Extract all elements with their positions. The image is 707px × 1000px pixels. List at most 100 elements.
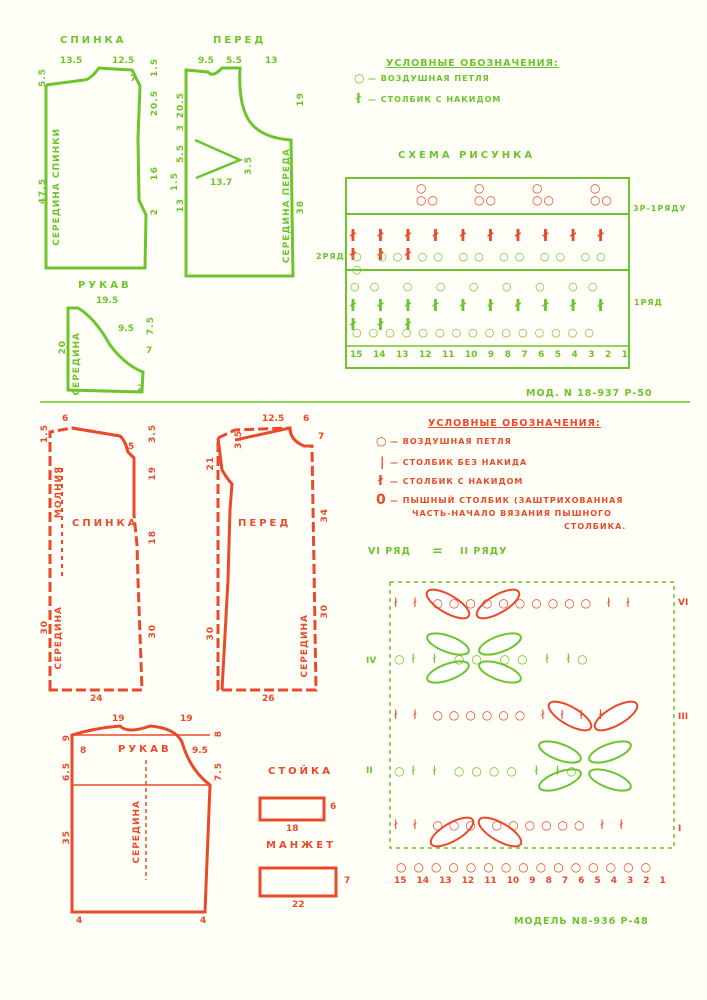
chain-stitch-icon: ○ [354,71,365,85]
stitch-number: 8 [545,876,552,886]
bottom-legend-item-6: СТОЛБИКА. [564,522,627,531]
bottom-back-dim-3: 3.5 [148,424,158,443]
stitch-chart-frame [389,581,675,849]
row-mark-6: VI [678,598,689,608]
stitch-number: 10 [506,876,520,886]
cuff-rect [258,866,338,898]
bottom-legend-item-1: — ВОЗДУШНАЯ ПЕТЛЯ [390,437,512,446]
top-back-outline [44,66,148,270]
zipper-label: МОЛНИЯ [54,466,64,519]
collar-rect [258,796,326,822]
top-front-outline [184,66,295,278]
top-front-title: ПЕРЕД [213,35,267,46]
single-crochet-icon: | [380,455,385,469]
bottom-front-dim-2: 6 [303,414,310,424]
top-sleeve-dim-1: 19.5 [96,296,119,306]
scheme-title: СХЕМА РИСУНКА [398,150,536,161]
stitch-number: 15 [350,350,363,360]
bottom-legend-item-3: — СТОЛБИК С НАКИДОМ [390,477,524,486]
bottom-sleeve-dim-6: 9.5 [192,746,208,756]
bottom-front-dim-8: 30 [320,604,330,619]
row-label-2: 2РЯД [316,252,345,261]
top-legend-item-1: — ВОЗДУШНАЯ ПЕТЛЯ [368,74,490,83]
bottom-back-dim-4: 5 [128,442,135,452]
stitch-number: 11 [484,876,497,886]
bottom-sleeve-dim-3: 9 [62,734,72,742]
bottom-sleeve-dim-4: 8 [80,746,87,756]
bottom-back-dim-7: 30 [40,620,50,635]
bottom-back-center-label: СЕРЕДИНА [54,606,64,670]
top-front-dim-3: 13 [265,56,278,66]
chart-row-3: ○ł ł ○○○○ ł ł○ [394,764,584,778]
top-front-dim-10: 13.7 [210,178,233,188]
stitch-number: 4 [571,350,578,360]
stitch-number: 11 [441,350,455,360]
bottom-front-dim-3: 3.5 [234,430,244,449]
stitch-number: 12 [461,876,475,886]
chain-cluster: ○○○ [474,181,497,207]
chain-stitch-icon: ○ [376,434,387,448]
stitch-number: 12 [418,350,432,360]
bottom-sleeve-dim-5: 8 [214,730,224,738]
bottom-sleeve-outline [70,724,212,914]
top-front-dart [194,138,244,180]
bottom-back-dim-5: 19 [148,466,158,481]
top-back-dim-2: 12.5 [112,56,135,66]
stitch-number: 2 [604,350,612,360]
stitch-number: 10 [464,350,478,360]
top-front-dim-2: 5.5 [226,56,242,66]
stitch-number: 3 [588,350,595,360]
chart-row-2: ł ł ○○○ ○○○○○○ ł ł [394,818,629,832]
bottom-front-title: ПЕРЕД [238,518,292,529]
bottom-back-dim-1: 6 [62,414,69,424]
bottom-sleeve-dim-7: 6.5 [62,762,72,781]
chain-cluster: ○○○ [590,181,613,207]
row-rule-left: VI РЯД [368,546,411,557]
cuff-dim-height: 7 [344,876,351,886]
cuff-title: МАНЖЕТ [266,840,336,851]
bottom-back-dim-6: 18 [148,530,158,545]
cuff-dim-width: 22 [292,900,305,910]
top-sleeve-dim-5: 7 [146,346,153,356]
stitch-number: 14 [416,876,430,886]
bottom-front-dim-7: 30 [206,626,216,641]
scheme-frame [345,177,630,369]
stitch-number: 15 [394,876,407,886]
bottom-model-label: МОДЕЛЬ N8-936 Р-48 [514,916,649,927]
row-rule-right: II РЯДУ [460,546,508,557]
stitch-number: 13 [439,876,452,886]
stitch-number: 13 [395,350,409,360]
row-mark-3: III [678,712,689,722]
row-label-1: 1РЯД [634,298,663,307]
bottom-sleeve-dim-9: 35 [62,830,72,845]
collar-dim-width: 18 [286,824,299,834]
bottom-sleeve-dim-8: 7.5 [214,762,224,781]
bottom-front-dim-9: 26 [262,694,275,704]
top-back-dim-1: 13.5 [60,56,83,66]
bottom-sleeve-dim-11: 4 [200,916,207,926]
puff-stitch-icon: 0 [376,492,386,508]
bottom-front-dim-1: 12.5 [262,414,285,424]
bottom-front-center-label: СЕРЕДИНА [300,614,310,678]
top-back-dim-5: 7 [130,74,137,84]
stitch-number: 1 [621,350,628,360]
stitch-number: 6 [538,350,545,360]
stitch-number: 3 [626,876,634,886]
scheme-row-1: ○○ ○ ○ ○ ○ ○ ○○ ł ł ł ł ł ł ł ł ł ł ł ł … [350,274,628,344]
bottom-sleeve-dim-1: 19 [112,714,125,724]
bottom-legend-item-4: — ПЫШНЫЙ СТОЛБИК (ЗАШТРИХОВАННАЯ [390,496,624,505]
stitch-row: ł ł ł ł ł ł ł ł ł ł ł ł ł [350,296,612,334]
top-model-label: МОД. N 18-937 Р-50 [526,388,653,399]
chain-row: ○○○○○○○○○○○○○○○ [352,326,601,339]
scheme-row-3: ○○○ ○○○ ○○○ ○○○ [346,182,629,212]
bottom-legend-item-2: — СТОЛБИК БЕЗ НАКИДА [390,458,528,467]
chart-row-6: ł ł ○○○○○○○○○○ ł ł [394,596,636,610]
chain-cluster: ○○○ [416,181,439,207]
stitch-number: 9 [487,350,495,360]
chart-foundation-chain: ○○○○○○○○○○○○○○○ [396,860,659,874]
collar-dim-height: 6 [330,802,337,812]
bottom-sleeve-dim-10: 4 [76,916,83,926]
stitch-number: 5 [554,350,562,360]
